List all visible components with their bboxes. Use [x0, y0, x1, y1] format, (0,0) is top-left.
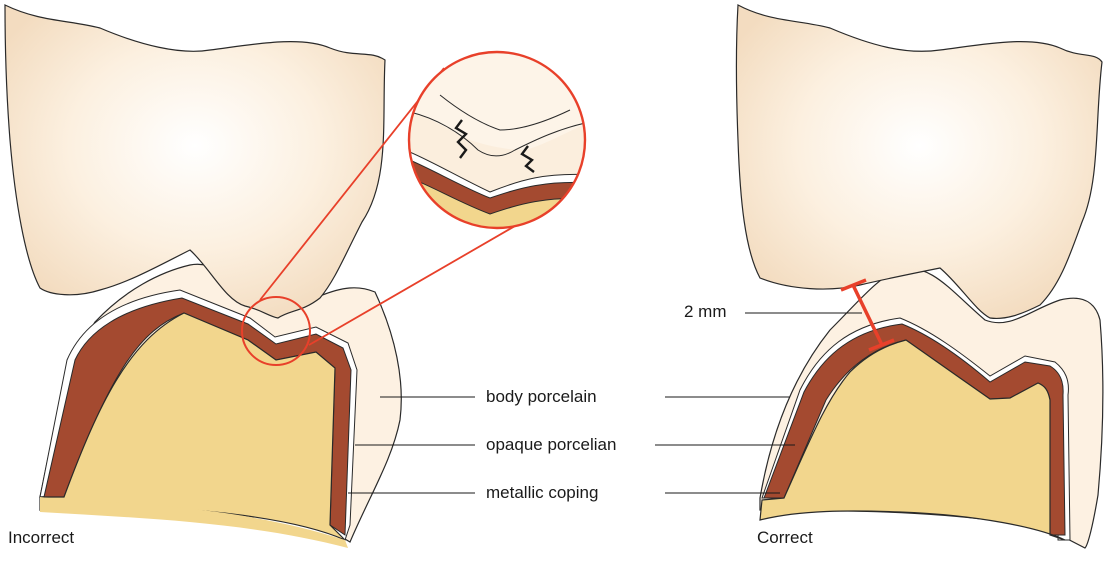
magnifier-inset	[405, 50, 595, 240]
caption-incorrect: Incorrect	[8, 528, 74, 548]
correct-diagram	[737, 5, 1103, 548]
label-thickness: 2 mm	[678, 302, 733, 322]
incorrect-diagram	[5, 5, 595, 548]
label-body-porcelain: body porcelain	[480, 387, 603, 407]
upper-tooth-right	[737, 5, 1103, 318]
label-metallic-coping: metallic coping	[480, 483, 604, 503]
label-opaque-porcelain: opaque porcelian	[480, 435, 622, 455]
caption-correct: Correct	[757, 528, 813, 548]
